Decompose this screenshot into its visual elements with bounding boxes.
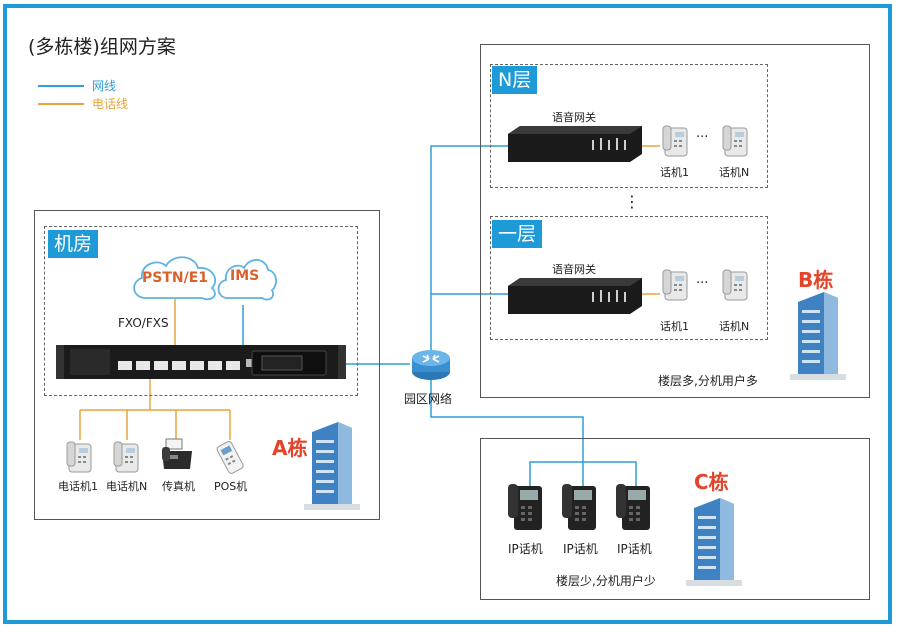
phone-icon [662, 125, 688, 157]
ip-phone-label: IP话机 [508, 542, 543, 556]
floor-n-tag: N层 [492, 66, 538, 94]
device-label: 传真机 [162, 480, 195, 493]
building-a-panel [34, 210, 380, 520]
floor-1-tag: 一层 [492, 220, 543, 248]
legend-label-phone: 电话线 [92, 97, 129, 111]
phone-1-label: 话机1 [660, 166, 689, 179]
ip-phone-label: IP话机 [617, 542, 652, 556]
phone-icon [66, 441, 92, 473]
legend-line-phone [38, 103, 84, 105]
device-label: POS机 [214, 480, 248, 493]
ip-phone-label: IP话机 [563, 542, 598, 556]
device-label: 电话机1 [58, 480, 98, 493]
gateway-label: 语音网关 [552, 111, 596, 124]
phone-icon [722, 125, 748, 157]
building-c-note: 楼层少,分机用户少 [556, 574, 656, 588]
building-b-panel [480, 44, 870, 398]
pstn-label: PSTN/E1 [142, 270, 209, 286]
phone-1-label: 话机1 [660, 320, 689, 333]
phone-icon [113, 441, 139, 473]
floors-vertical-ellipsis: ⋮ [624, 192, 640, 211]
ip-phone-icon [508, 484, 542, 530]
voice-gateway-icon [508, 126, 642, 162]
floor-n-area [490, 64, 768, 188]
building-c-icon [686, 498, 742, 586]
gateway-rack-icon [56, 345, 346, 379]
phone-icon [722, 269, 748, 301]
building-b-note: 楼层多,分机用户多 [658, 374, 758, 388]
floor-1-area [490, 216, 768, 340]
fxo-fxs-label: FXO/FXS [118, 316, 169, 330]
pstn-cloud-icon [133, 256, 217, 301]
phone-n-label: 话机N [719, 320, 750, 333]
ip-phone-icon [562, 484, 596, 530]
ims-cloud-icon [217, 259, 277, 301]
fax-icon [162, 438, 192, 469]
ip-phone-icon [616, 484, 650, 530]
pos-terminal-icon [216, 441, 244, 474]
page-title: (多栋楼)组网方案 [28, 36, 176, 58]
gateway-label: 语音网关 [552, 263, 596, 276]
router-icon [412, 350, 450, 380]
device-label: 电话机N [106, 480, 148, 493]
campus-network-label: 园区网络 [404, 392, 453, 406]
building-a-label: A栋 [272, 436, 308, 460]
machine-room-tag: 机房 [48, 230, 99, 258]
outer-frame [3, 4, 892, 624]
building-b-label: B栋 [798, 268, 834, 292]
legend-label-network: 网线 [92, 79, 117, 93]
building-c-panel [480, 438, 870, 600]
building-a-icon [304, 422, 360, 510]
phone-n-label: 话机N [719, 166, 750, 179]
phone-ellipsis: ··· [696, 276, 709, 291]
building-c-label: C栋 [694, 470, 729, 494]
legend-line-network [38, 85, 84, 87]
machine-room-area [44, 226, 358, 396]
phone-icon [662, 269, 688, 301]
ims-label: IMS [230, 268, 260, 284]
voice-gateway-icon [508, 278, 642, 314]
building-b-icon [790, 292, 846, 380]
phone-ellipsis: ··· [696, 130, 709, 145]
